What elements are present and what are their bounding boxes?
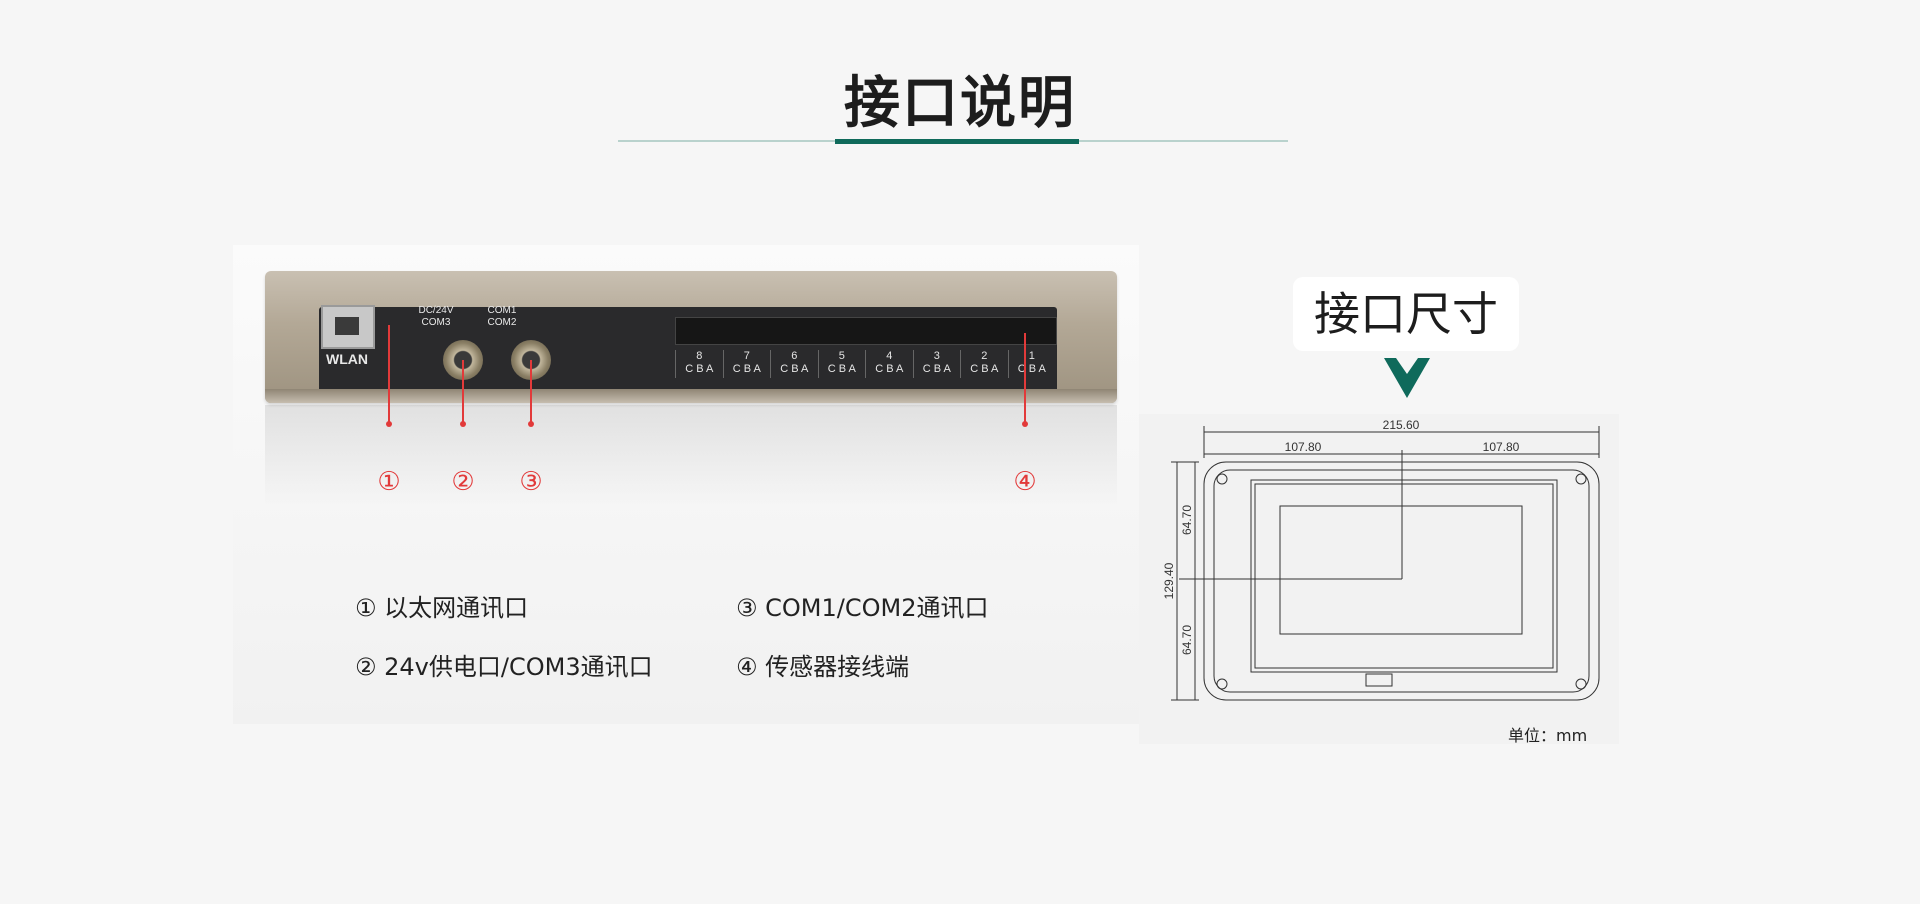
leader-line-1 [388, 325, 390, 425]
page-title: 接口说明 [844, 71, 1076, 136]
terminal-pins: C B A [875, 363, 904, 375]
legend-item-2: ② 24v供电口/COM3通讯口 [355, 653, 653, 681]
terminal-num: 7 [743, 350, 750, 362]
dimension-drawing-panel: 215.60 107.80 107.80 129.40 64.70 64.70 [1139, 414, 1619, 744]
terminal-num: 1 [1028, 350, 1035, 362]
dimension-drawing: 215.60 107.80 107.80 129.40 64.70 64.70 [1162, 418, 1600, 701]
terminal-block [675, 317, 1057, 345]
ethernet-port-icon [321, 305, 375, 349]
leader-dot-4 [1022, 421, 1028, 427]
unit-label: 单位：mm [1508, 726, 1588, 745]
leader-line-3 [530, 360, 532, 425]
leader-line-2 [462, 360, 464, 425]
device-base [265, 389, 1117, 403]
com-label-line2: COM2 [487, 317, 517, 328]
marker-1: ① [377, 467, 401, 497]
dc-label-line2: COM3 [421, 317, 451, 328]
terminal-num: 3 [933, 350, 940, 362]
terminal-num: 2 [981, 350, 988, 362]
terminal-pins: C B A [1017, 363, 1046, 375]
terminal-pins: C B A [970, 363, 999, 375]
dim-width-left: 107.80 [1285, 440, 1322, 454]
marker-4: ④ [1013, 467, 1037, 497]
dim-width-right: 107.80 [1483, 440, 1520, 454]
dc-port-label: DC/24V COM3 [411, 305, 461, 329]
leader-line-4 [1024, 333, 1026, 425]
terminal-num: 8 [696, 350, 703, 362]
dimensions-title: 接口尺寸 [1293, 277, 1519, 351]
terminal-num: 5 [838, 350, 845, 362]
terminal-pins: C B A [780, 363, 809, 375]
dc-label-line1: DC/24V [418, 305, 454, 316]
wlan-label: WLAN [326, 351, 368, 367]
dim-height-total: 129.40 [1162, 562, 1176, 599]
terminal-pins: C B A [827, 363, 856, 375]
marker-3: ③ [519, 467, 543, 497]
legend-item-3: ③ COM1/COM2通讯口 [736, 594, 989, 622]
legend-item-4: ④ 传感器接线端 [736, 653, 910, 681]
leader-dot-2 [460, 421, 466, 427]
terminal-pins: C B A [732, 363, 761, 375]
device-reflection [265, 405, 1117, 505]
marker-2: ② [451, 467, 475, 497]
com-port-label: COM1 COM2 [477, 305, 527, 329]
terminal-pins: C B A [685, 363, 714, 375]
legend-item-1: ① 以太网通讯口 [355, 594, 529, 622]
dim-width-total: 215.60 [1383, 418, 1420, 432]
dim-height-top: 64.70 [1180, 505, 1194, 535]
leader-dot-3 [528, 421, 534, 427]
terminal-num: 6 [791, 350, 798, 362]
title-accent-bar [835, 139, 1079, 144]
leader-dot-1 [386, 421, 392, 427]
dim-height-bottom: 64.70 [1180, 625, 1194, 655]
com-label-line1: COM1 [487, 305, 517, 316]
terminal-pins: C B A [922, 363, 951, 375]
chevron-down-icon [1384, 358, 1430, 398]
terminal-num: 4 [886, 350, 893, 362]
